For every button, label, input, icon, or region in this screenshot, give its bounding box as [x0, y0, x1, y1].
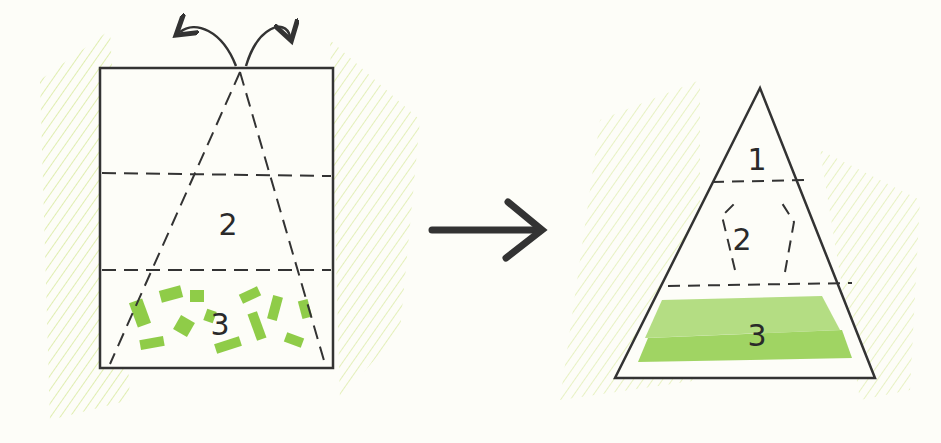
background-shading [330, 40, 420, 400]
section-number: 1 [743, 143, 770, 177]
section-number: 2 [728, 223, 755, 257]
folded-triangle [615, 88, 875, 378]
section-number: 3 [206, 308, 233, 342]
transition-arrow [432, 202, 542, 258]
section-number: 2 [214, 208, 241, 242]
paper-sheet [100, 27, 333, 368]
section-number: 3 [743, 319, 770, 353]
